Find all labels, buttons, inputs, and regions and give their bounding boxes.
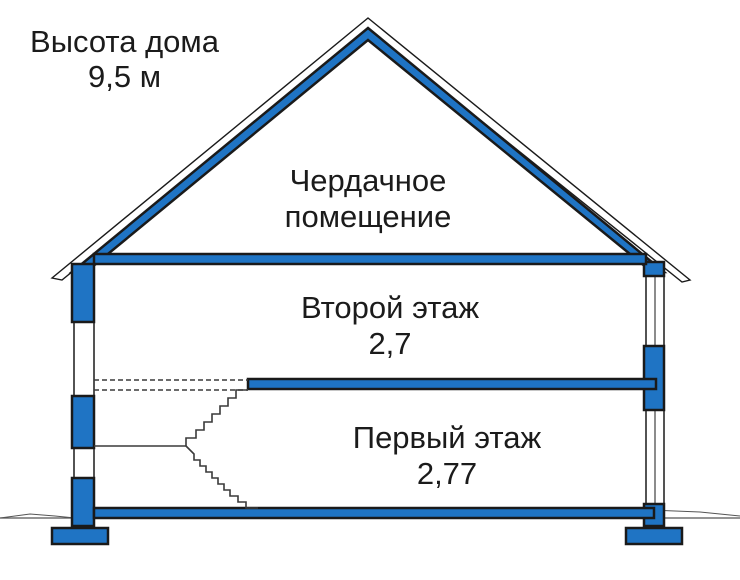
first-floor-height: 2,77: [416, 456, 478, 491]
second-floor-height: 2,7: [368, 326, 412, 361]
first-floor-slab: [92, 506, 656, 520]
left-wall-lower-block: [70, 476, 96, 528]
attic-label-line2: помещение: [284, 199, 452, 234]
house-height-value: 9,5 м: [87, 59, 162, 94]
house-height-label: Высота дома 9,5 м: [12, 26, 237, 92]
attic-label: Чердачное помещение: [250, 165, 486, 232]
attic-floor-beam: [92, 252, 648, 266]
right-wall-top-block: [642, 260, 666, 278]
ground-right-slope: [649, 509, 740, 517]
left-wall-upper-block: [70, 262, 96, 324]
first-floor-label: Первый этаж 2,77: [324, 422, 570, 489]
second-floor-name: Второй этаж: [300, 290, 480, 325]
left-foundation: [50, 526, 110, 546]
second-floor-label: Второй этаж 2,7: [270, 292, 510, 359]
first-floor-name: Первый этаж: [352, 420, 542, 455]
staircase-lower-flight: [185, 445, 258, 509]
house-height-caption: Высота дома: [30, 24, 219, 59]
left-wall-middle-block: [70, 394, 96, 450]
second-floor-slab: [246, 377, 658, 391]
attic-label-line1: Чердачное: [289, 163, 447, 198]
roof-outline: [50, 17, 692, 283]
ground-left-slope: [0, 513, 76, 519]
staircase-upper-flight: [185, 389, 248, 446]
right-foundation: [624, 526, 684, 546]
